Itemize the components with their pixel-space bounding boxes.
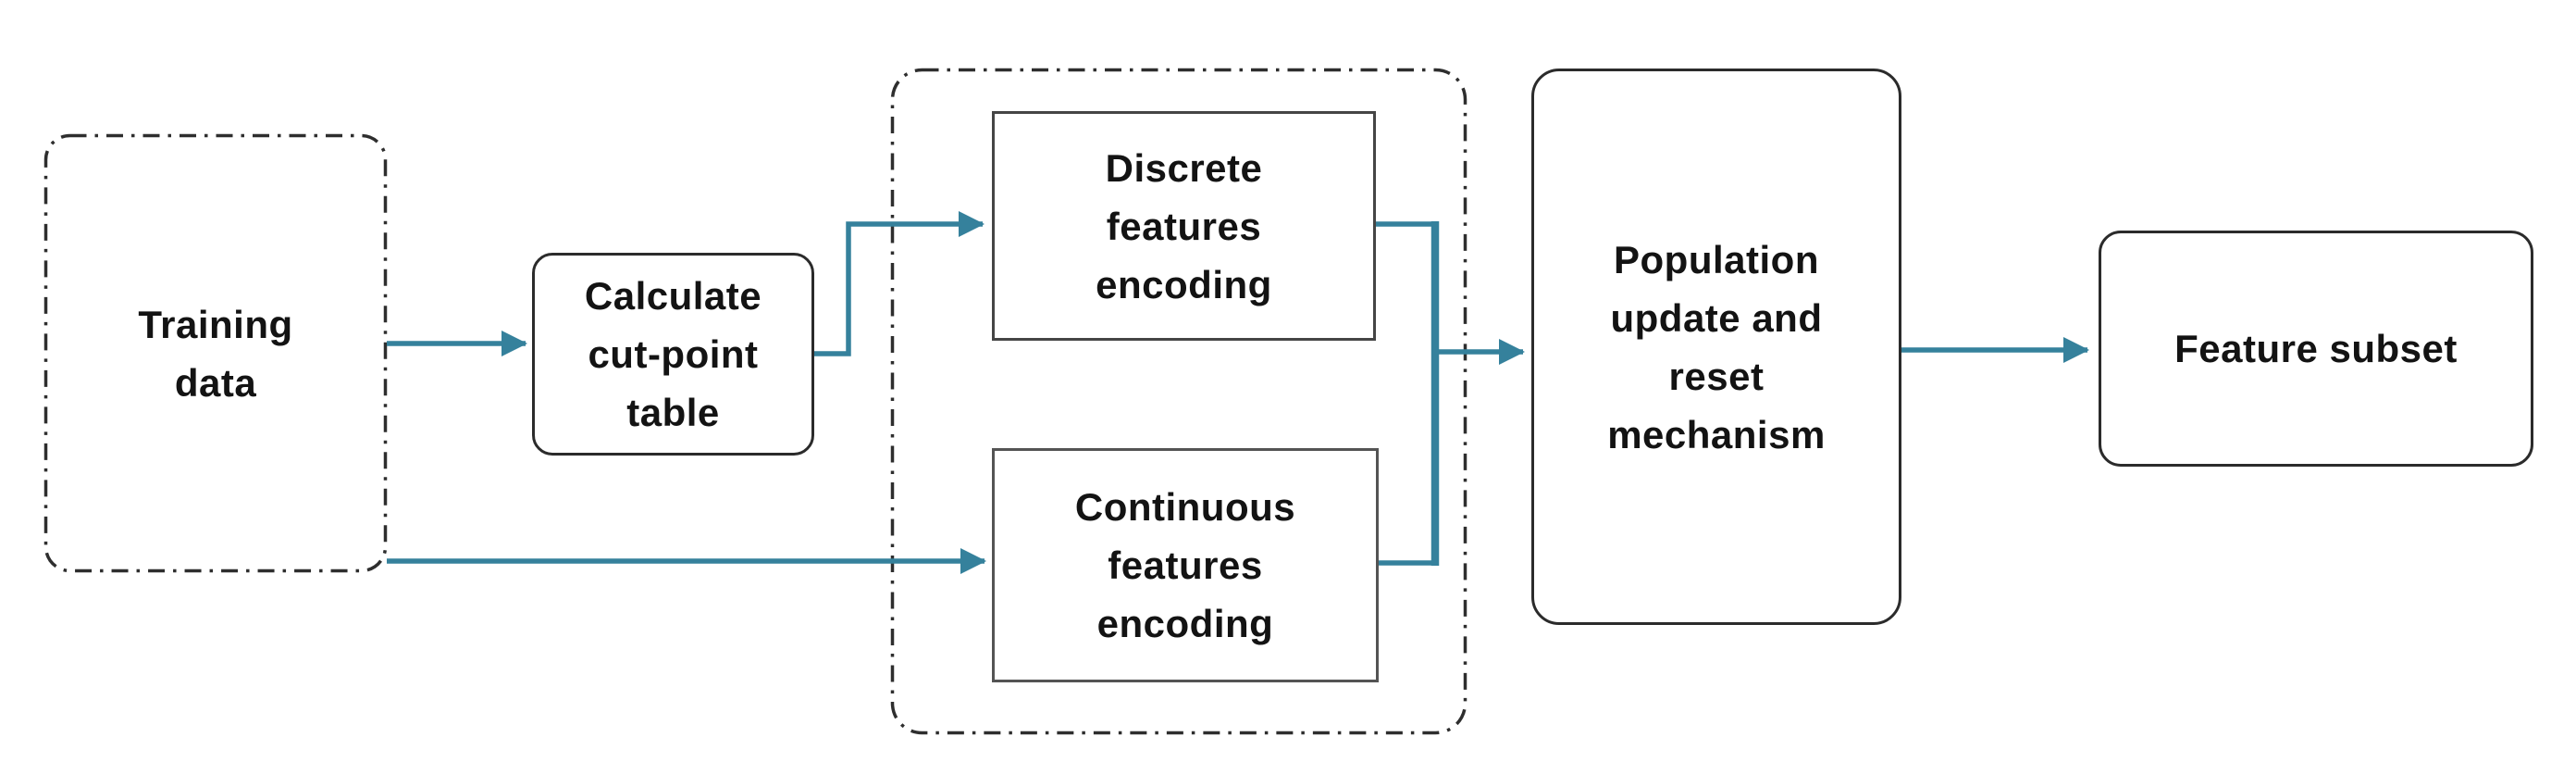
training-data-label: Training data (138, 302, 293, 405)
feature-subset-label: Feature subset (2174, 327, 2458, 370)
arrow-calc-to-discrete (814, 211, 985, 356)
node-continuous-features-encoding: Continuous features encoding (992, 448, 1379, 682)
node-discrete-features-encoding: Discrete features encoding (992, 111, 1376, 341)
training-data-box-outline (43, 133, 388, 573)
discrete-features-encoding-label: Discrete features encoding (1096, 145, 1272, 306)
node-training-data: Training data (44, 134, 387, 572)
node-calculate-cut-point-table: Calculate cut-point table (532, 253, 814, 456)
population-update-reset-label: Population update and reset mechanism (1607, 237, 1826, 456)
encoding-group-outline (890, 68, 1468, 735)
node-feature-subset: Feature subset (2099, 231, 2533, 467)
continuous-features-encoding-label: Continuous features encoding (1074, 485, 1296, 645)
calculate-cut-point-table-label: Calculate cut-point table (584, 274, 762, 434)
node-population-update-reset: Population update and reset mechanism (1531, 69, 1901, 625)
